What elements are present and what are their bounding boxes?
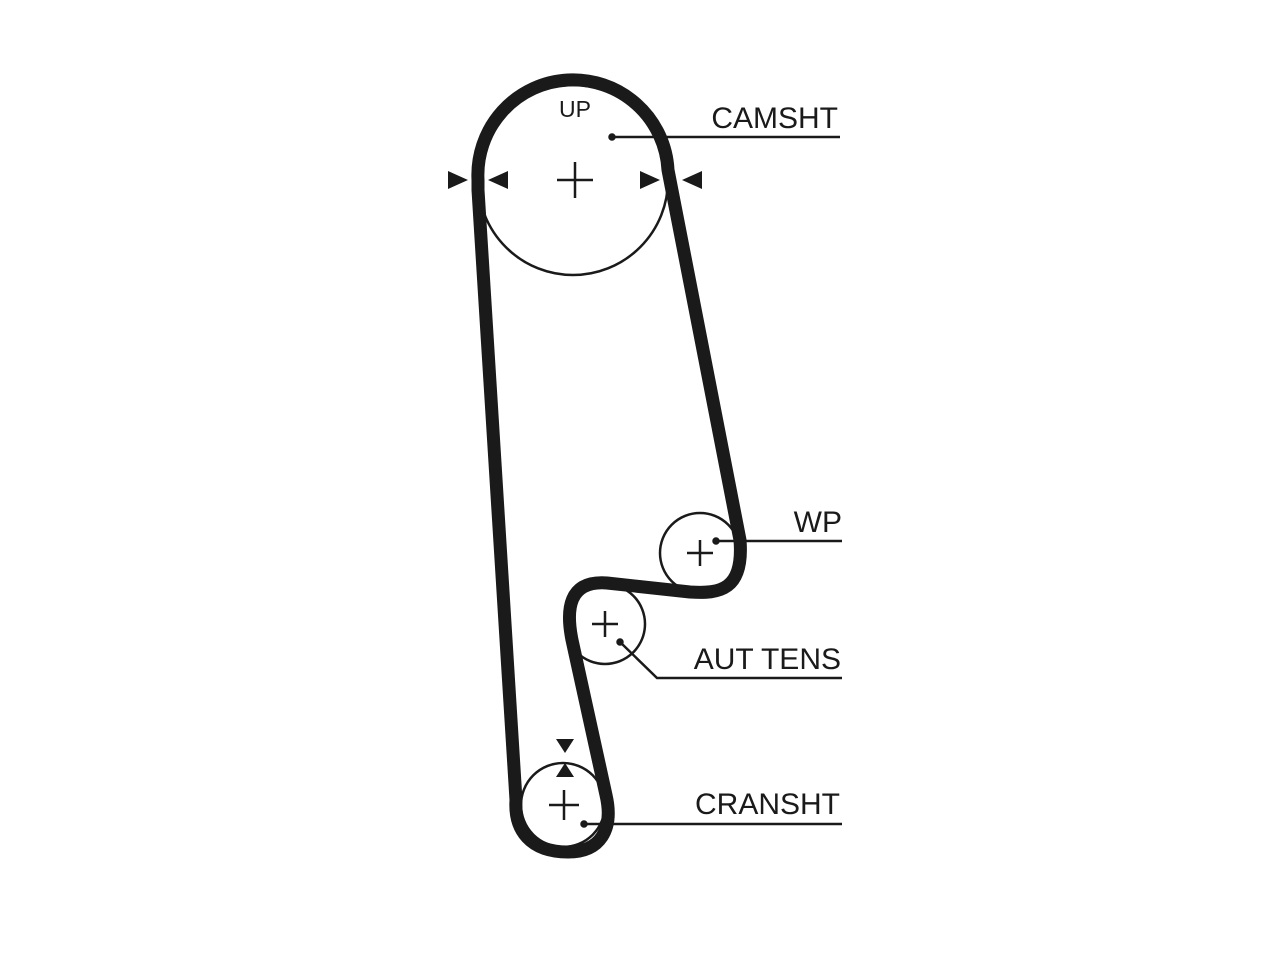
cam-timing-mark-left-inner bbox=[488, 171, 508, 189]
water-pump-center-mark bbox=[687, 540, 713, 566]
crankshaft-center-mark bbox=[549, 790, 579, 820]
camshaft-center-mark bbox=[557, 162, 593, 198]
up-label: UP bbox=[559, 96, 591, 122]
cam-timing-mark-left-outer bbox=[448, 171, 468, 189]
cam-timing-mark-right-inner bbox=[640, 171, 660, 189]
auto-tensioner-label: AUT TENS bbox=[694, 643, 841, 676]
auto-tensioner-leader-line bbox=[619, 641, 842, 680]
cam-timing-mark-right-outer bbox=[682, 171, 702, 189]
camshaft-label: CAMSHT bbox=[711, 102, 838, 135]
water-pump-label: WP bbox=[794, 506, 842, 539]
crankshaft-label: CRANSHT bbox=[695, 788, 840, 821]
auto-tensioner-center-mark bbox=[592, 611, 618, 637]
crank-timing-mark-bottom bbox=[556, 763, 574, 777]
timing-belt bbox=[471, 73, 747, 859]
crank-timing-mark-top bbox=[556, 739, 574, 753]
